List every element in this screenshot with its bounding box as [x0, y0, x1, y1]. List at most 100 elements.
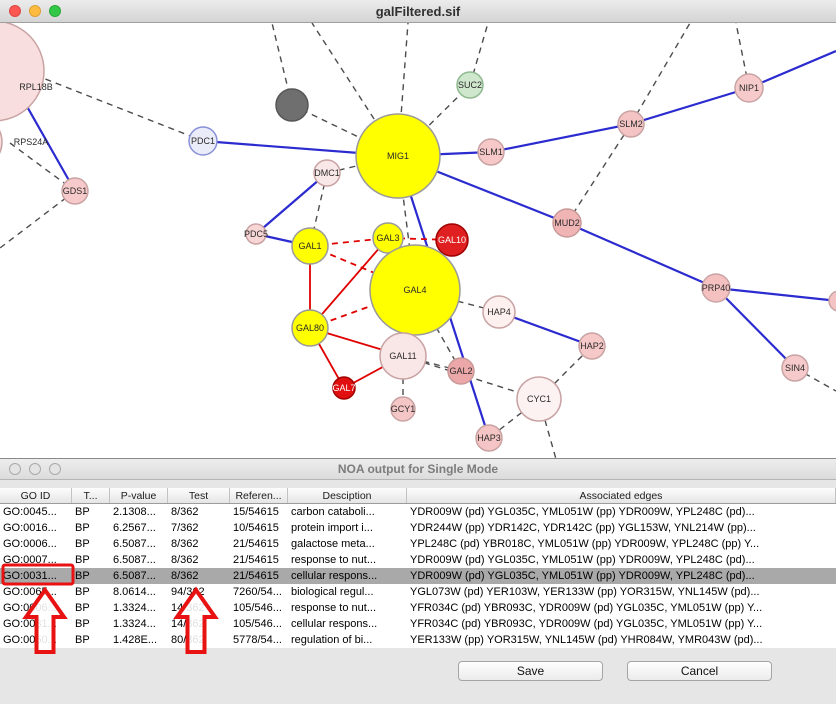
node-unnamed-gray[interactable]	[275, 88, 309, 122]
graph-edge[interactable]	[291, 104, 399, 157]
cancel-button[interactable]: Cancel	[627, 661, 772, 681]
table-cell: BP	[75, 538, 90, 550]
graph-edge[interactable]	[309, 237, 389, 329]
column-header-3[interactable]: Test	[168, 488, 230, 503]
table-cell: 105/546...	[233, 618, 282, 630]
node-rps24a[interactable]	[0, 116, 3, 168]
table-cell: YDR009W (pd) YGL035C, YML051W (pp) YDR00…	[410, 506, 755, 518]
column-header-4[interactable]: Referen...	[230, 488, 288, 503]
minimize-button[interactable]	[29, 5, 41, 17]
graph-edge[interactable]	[0, 190, 76, 249]
window-title: galFiltered.sif	[375, 3, 461, 19]
graph-edge[interactable]	[566, 123, 632, 224]
graph-edge[interactable]	[748, 49, 836, 90]
node-mig1[interactable]	[355, 113, 441, 199]
graph-edge[interactable]	[490, 122, 632, 154]
minimize-button[interactable]	[29, 463, 41, 475]
noa-window-titlebar[interactable]: NOA output for Single Mode	[0, 459, 836, 480]
node-edge-right[interactable]	[828, 290, 836, 312]
table-cell: 6.5087...	[113, 554, 156, 566]
node-slm2[interactable]	[617, 110, 645, 138]
node-gds1[interactable]	[61, 177, 89, 205]
table-cell: GO:0031...	[3, 570, 57, 582]
table-cell: BP	[75, 570, 90, 582]
window-controls-inactive	[9, 463, 61, 475]
column-header-5[interactable]: Desciption	[288, 488, 407, 503]
node-gal11[interactable]	[379, 332, 427, 380]
node-gal1[interactable]	[291, 227, 329, 265]
node-gal10[interactable]	[435, 223, 469, 257]
table-cell: YGL073W (pd) YER103W, YER133W (pp) YOR31…	[410, 586, 760, 598]
node-gcy1[interactable]	[390, 396, 416, 422]
node-prp40[interactable]	[701, 273, 731, 303]
graph-edge[interactable]	[255, 172, 328, 235]
graph-edge[interactable]	[309, 245, 416, 291]
node-hap4[interactable]	[482, 295, 516, 329]
node-cyc1[interactable]	[516, 376, 562, 422]
node-gal2[interactable]	[447, 357, 475, 385]
node-sin4[interactable]	[781, 354, 809, 382]
graph-edge[interactable]	[715, 286, 836, 302]
table-cell: YDR244W (pp) YDR142C, YDR142C (pp) YGL15…	[410, 522, 756, 534]
node-pdc5[interactable]	[245, 223, 267, 245]
column-header-0[interactable]: GO ID	[0, 488, 72, 503]
network-graph[interactable]: RPL18BRPS24AGDS1PDC1DMC1MIG1SUC2SLM1SLM2…	[0, 23, 836, 459]
table-cell: response to nut...	[291, 554, 376, 566]
graph-edge[interactable]	[630, 23, 691, 125]
node-gal80[interactable]	[291, 309, 329, 347]
table-cell: galactose meta...	[291, 538, 375, 550]
table-cell: BP	[75, 554, 90, 566]
column-header-1[interactable]: T...	[72, 488, 110, 503]
table-cell: 7260/54...	[233, 586, 282, 598]
node-hap2[interactable]	[578, 332, 606, 360]
table-cell: 5778/54...	[233, 634, 282, 646]
node-gal4[interactable]	[369, 244, 461, 336]
node-dmc1[interactable]	[313, 159, 341, 187]
node-hap3[interactable]	[475, 424, 503, 452]
table-cell: 21/54615	[233, 538, 279, 550]
node-slm1[interactable]	[477, 138, 505, 166]
graph-edge[interactable]	[715, 287, 796, 369]
graph-edge[interactable]	[24, 70, 204, 142]
column-header-2[interactable]: P-value	[110, 488, 168, 503]
graph-edge[interactable]	[794, 367, 836, 392]
table-cell: YPL248C (pd) YBR018C, YML051W (pp) YDR00…	[410, 538, 760, 550]
node-pdc1[interactable]	[188, 126, 218, 156]
graph-edge[interactable]	[566, 221, 717, 290]
node-gal7[interactable]	[332, 376, 356, 400]
table-cell: protein import i...	[291, 522, 373, 534]
table-cell: 14/362	[171, 618, 205, 630]
table-cell: GO:0016...	[3, 522, 57, 534]
node-nip1[interactable]	[734, 73, 764, 103]
close-button[interactable]	[9, 463, 21, 475]
table-cell: cellular respons...	[291, 618, 378, 630]
column-header-6[interactable]: Associated edges	[407, 488, 836, 503]
node-gal3[interactable]	[372, 222, 404, 254]
save-button[interactable]: Save	[458, 661, 603, 681]
table-cell: response to nut...	[291, 602, 376, 614]
table-cell: carbon cataboli...	[291, 506, 375, 518]
close-button[interactable]	[9, 5, 21, 17]
graph-edge[interactable]	[630, 86, 750, 126]
zoom-button[interactable]	[49, 463, 61, 475]
table-cell: regulation of bi...	[291, 634, 373, 646]
zoom-button[interactable]	[49, 5, 61, 17]
node-suc2[interactable]	[456, 71, 484, 99]
window-title: NOA output for Single Mode	[337, 462, 499, 476]
node-rpl18b[interactable]	[0, 23, 45, 122]
node-mud2[interactable]	[552, 208, 582, 238]
network-window-titlebar[interactable]: galFiltered.sif	[0, 0, 836, 23]
